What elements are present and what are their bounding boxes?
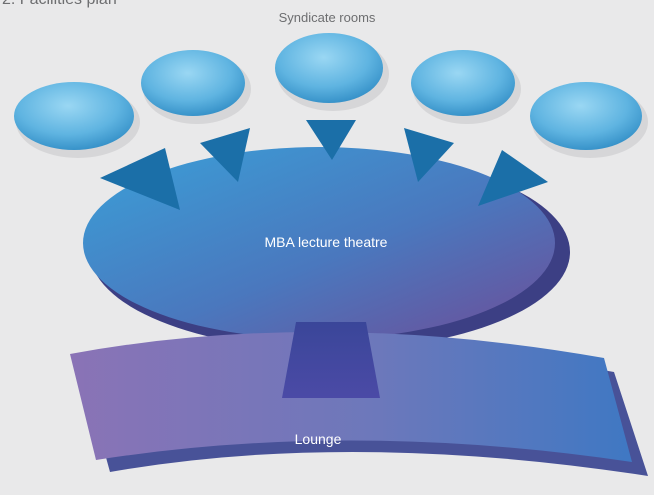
syndicate-rooms [14,33,648,158]
syndicate-rooms-label: Syndicate rooms [278,10,376,25]
lecture-theatre [83,147,570,350]
syndicate-room-1 [14,82,134,150]
arrow-3 [306,120,356,160]
arrow-5 [478,150,548,206]
lecture-theatre-label: MBA lecture theatre [265,234,388,250]
syndicate-room-5 [530,82,642,150]
lounge-label: Lounge [295,431,342,447]
arrow-4 [404,128,454,182]
theatre-lounge-connector [282,322,380,398]
syndicate-room-4 [411,50,515,116]
section-title: 2. Facilities plan [2,0,117,9]
arrows [100,120,548,210]
arrow-2 [200,128,250,182]
syndicate-room-2 [141,50,245,116]
arrow-1 [100,148,180,210]
syndicate-room-3 [275,33,383,103]
